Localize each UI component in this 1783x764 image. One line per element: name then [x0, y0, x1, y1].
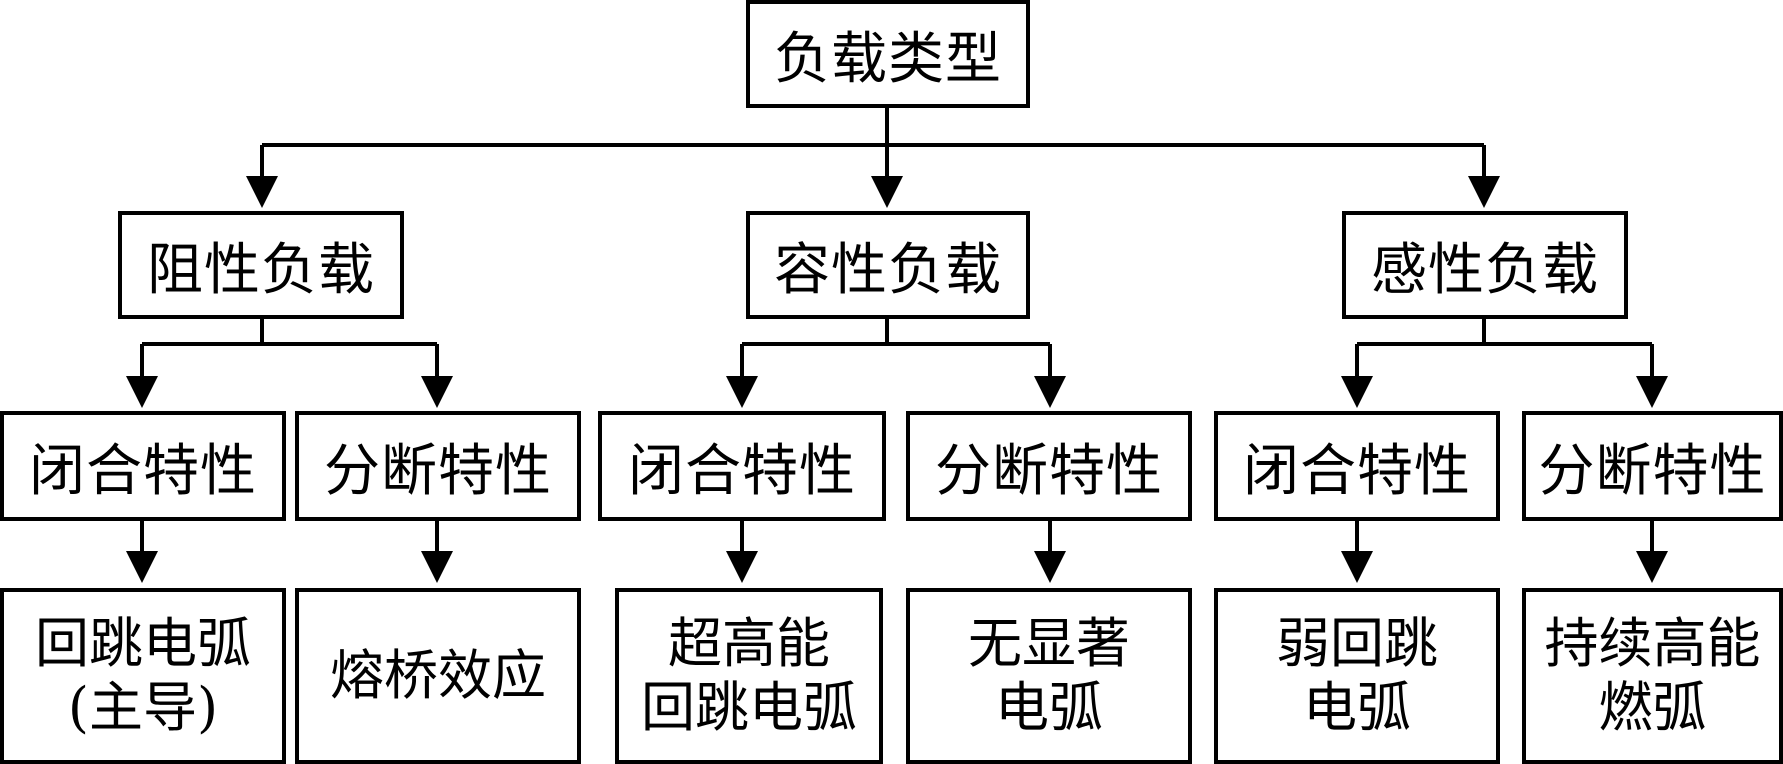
capacitive-breaking-result: 无显著 电弧: [906, 588, 1192, 764]
inductive-breaking-characteristic: 分断特性: [1522, 411, 1783, 521]
category-inductive: 感性负载: [1342, 211, 1628, 319]
capacitive-breaking-characteristic: 分断特性: [906, 411, 1192, 521]
category-resistive: 阻性负载: [118, 211, 404, 319]
inductive-breaking-result: 持续高能 燃弧: [1522, 588, 1783, 764]
resistive-closing-characteristic: 闭合特性: [0, 411, 286, 521]
inductive-closing-result: 弱回跳 电弧: [1214, 588, 1500, 764]
category-capacitive: 容性负载: [746, 211, 1030, 319]
resistive-breaking-characteristic: 分断特性: [295, 411, 581, 521]
capacitive-closing-result: 超高能 回跳电弧: [615, 588, 883, 764]
capacitive-closing-characteristic: 闭合特性: [598, 411, 886, 521]
resistive-closing-result: 回跳电弧 (主导): [0, 588, 286, 764]
inductive-closing-characteristic: 闭合特性: [1214, 411, 1500, 521]
root-node: 负载类型: [746, 0, 1030, 108]
resistive-breaking-result: 熔桥效应: [295, 588, 581, 764]
